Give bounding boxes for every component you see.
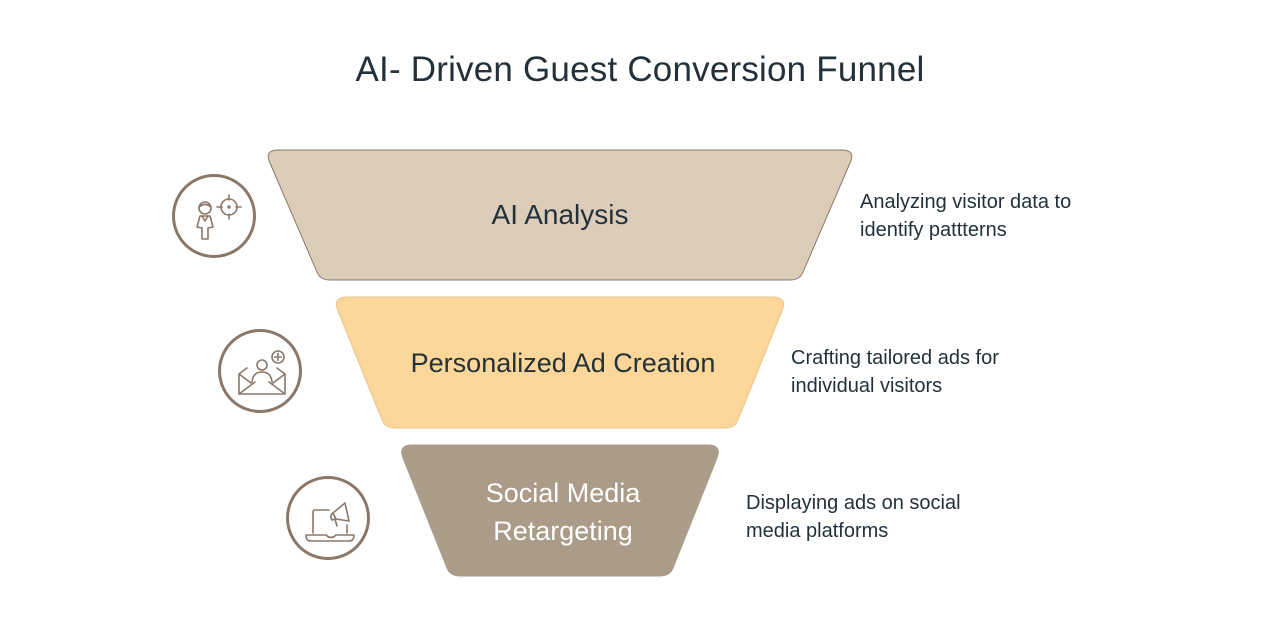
funnel-stage-1-label: AI Analysis xyxy=(360,196,760,234)
envelope-person-plus-icon xyxy=(238,350,286,395)
stage-1-label-text: AI Analysis xyxy=(491,199,629,230)
description-line: Crafting tailored ads for xyxy=(791,347,999,369)
stage-2-icon-badge xyxy=(218,329,302,413)
funnel-stage-2-description: Crafting tailored ads for individual vis… xyxy=(791,344,999,400)
stage-1-icon-badge xyxy=(172,174,256,258)
stage-3-label-line-2: Retargeting xyxy=(493,516,633,546)
funnel-stage-2-shape xyxy=(335,296,785,429)
stage-3-icon-badge xyxy=(286,476,370,560)
stage-3-label-line-1: Social Media xyxy=(485,478,641,508)
funnel-stage-3-label: Social Media Retargeting xyxy=(430,474,696,550)
person-target-icon xyxy=(196,194,242,240)
funnel-stage-1-shape xyxy=(267,149,853,281)
stage-2-label-text: Personalized Ad Creation xyxy=(410,348,716,378)
description-line: individual visitors xyxy=(791,375,943,397)
description-line: Displaying ads on social xyxy=(746,492,961,514)
funnel-stage-3-shape xyxy=(401,444,719,577)
funnel-stage-2-label: Personalized Ad Creation xyxy=(360,344,766,382)
funnel-stage-1-description: Analyzing visitor data to identify pattt… xyxy=(860,188,1071,244)
laptop-megaphone-icon xyxy=(305,502,355,542)
description-line: Analyzing visitor data to xyxy=(860,191,1072,213)
description-line: identify pattterns xyxy=(860,219,1007,241)
diagram-title: AI- Driven Guest Conversion Funnel xyxy=(355,50,925,89)
description-line: media platforms xyxy=(746,520,889,542)
funnel-stage-3-description: Displaying ads on social media platforms xyxy=(746,489,961,545)
